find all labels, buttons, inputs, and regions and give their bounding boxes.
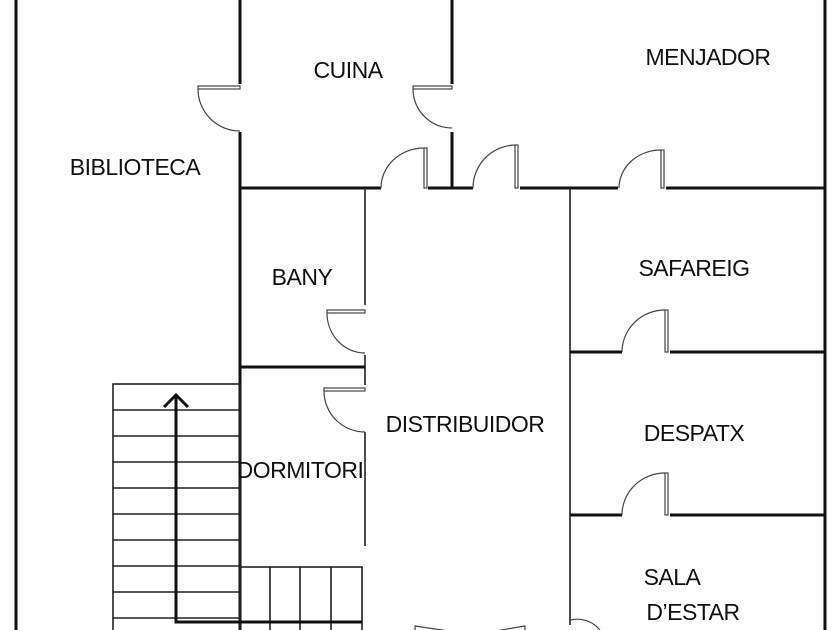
room-label-dormitori: DORMITORI bbox=[237, 457, 364, 483]
room-label-sala-estar-line2: D’ESTAR bbox=[646, 599, 739, 625]
door-biblioteca-cuina bbox=[197, 85, 241, 132]
door-despatx-sala bbox=[621, 472, 669, 516]
doors bbox=[197, 85, 669, 630]
door-cuina-distribuidor bbox=[380, 147, 428, 189]
door-dormitori bbox=[323, 387, 366, 433]
door-bany bbox=[326, 309, 366, 354]
walls bbox=[14, 0, 827, 630]
room-label-despatx: DESPATX bbox=[644, 420, 745, 446]
door-sala-bottom bbox=[569, 618, 601, 630]
staircase bbox=[112, 383, 363, 630]
room-labels: CUINA MENJADOR BIBLIOTECA BANY SAFAREIG … bbox=[70, 44, 771, 625]
door-bottom-right bbox=[498, 625, 526, 630]
stair-direction-arrow-icon bbox=[162, 392, 362, 624]
room-label-bany: BANY bbox=[272, 264, 333, 290]
door-bottom-left bbox=[414, 625, 446, 630]
room-label-biblioteca: BIBLIOTECA bbox=[70, 154, 202, 180]
room-label-menjador: MENJADOR bbox=[645, 44, 770, 70]
door-cuina-menjador bbox=[412, 85, 453, 129]
door-menjador-distribuidor bbox=[472, 144, 519, 189]
door-safareig-despatx bbox=[621, 309, 669, 353]
stair-landing-flight bbox=[239, 566, 363, 630]
door-menjador-safareig bbox=[618, 149, 665, 189]
room-label-safareig: SAFAREIG bbox=[638, 255, 749, 281]
room-label-sala-estar-line1: SALA bbox=[644, 564, 702, 590]
room-label-cuina: CUINA bbox=[313, 57, 383, 83]
room-label-distribuidor: DISTRIBUIDOR bbox=[386, 411, 545, 437]
